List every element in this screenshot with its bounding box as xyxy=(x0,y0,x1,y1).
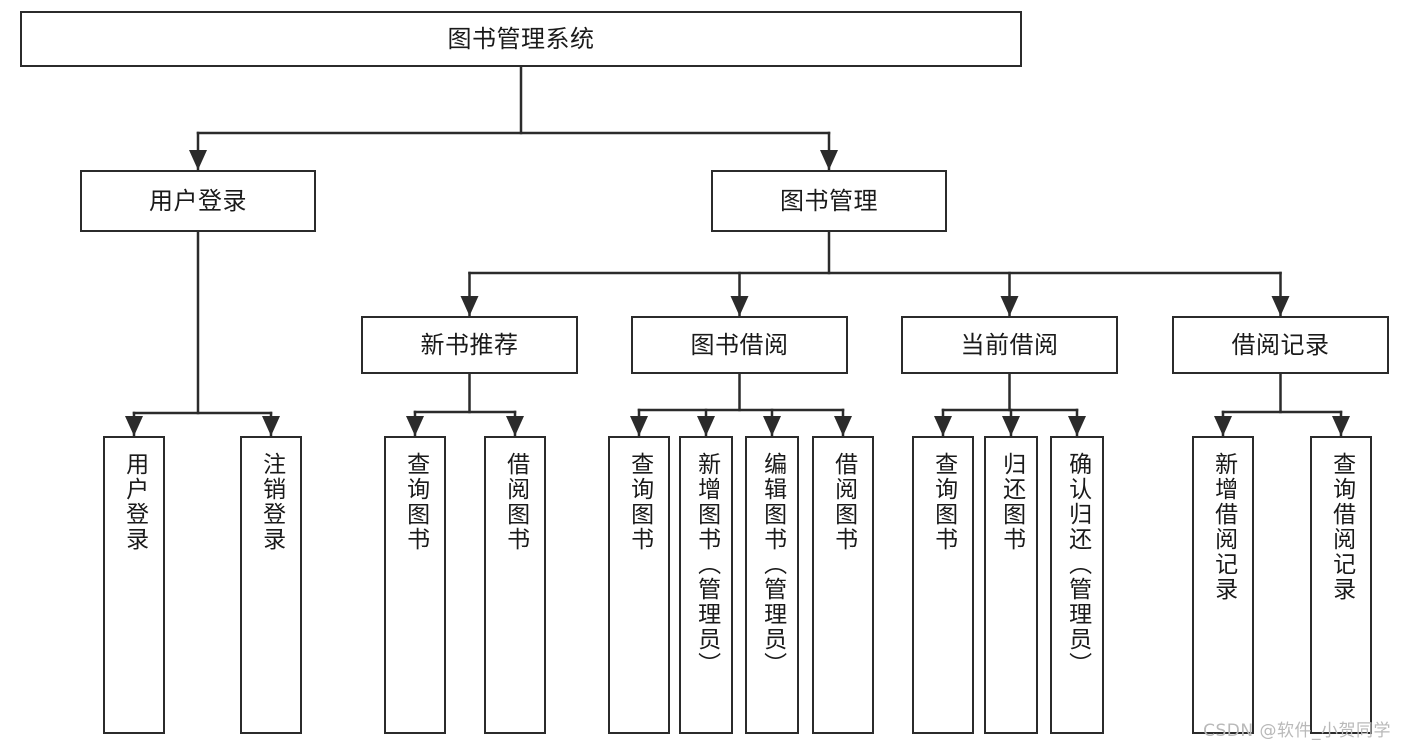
edge-arrowhead xyxy=(1000,296,1019,316)
node-label: 查询图书 xyxy=(930,452,957,552)
node-label: 用户登录 xyxy=(121,452,148,552)
node-label: 查询借阅记录 xyxy=(1328,452,1355,602)
edge-arrowhead xyxy=(1214,416,1232,436)
node-l-qbook2[interactable]: 查询图书 xyxy=(608,436,670,734)
node-label: 确认归还（管理员） xyxy=(1064,452,1091,677)
node-label: 图书借阅 xyxy=(690,330,789,359)
node-bookmgmt[interactable]: 图书管理 xyxy=(711,170,947,232)
edge-arrowhead xyxy=(834,416,852,436)
node-l-bbook1[interactable]: 借阅图书 xyxy=(484,436,546,734)
node-label: 借阅图书 xyxy=(830,452,857,552)
edge-arrowhead xyxy=(1068,416,1086,436)
node-newbook[interactable]: 新书推荐 xyxy=(361,316,578,374)
edge-arrowhead xyxy=(1332,416,1350,436)
node-login[interactable]: 用户登录 xyxy=(80,170,316,232)
edge-arrowhead xyxy=(630,416,648,436)
node-root[interactable]: 图书管理系统 xyxy=(20,11,1022,67)
node-label: 注销登录 xyxy=(258,452,285,552)
node-l-qbook1[interactable]: 查询图书 xyxy=(384,436,446,734)
node-label: 编辑图书（管理员） xyxy=(759,452,786,677)
node-label: 新书推荐 xyxy=(420,330,519,359)
edge-arrowhead xyxy=(460,296,479,316)
edge-arrowhead xyxy=(820,150,838,170)
node-label: 借阅记录 xyxy=(1231,330,1330,359)
edge-arrowhead xyxy=(730,296,749,316)
node-l-qbook3[interactable]: 查询图书 xyxy=(912,436,974,734)
node-l-addbook[interactable]: 新增图书（管理员） xyxy=(679,436,733,734)
edge-arrowhead xyxy=(1271,296,1290,316)
node-label: 查询图书 xyxy=(402,452,429,552)
edge-arrowhead xyxy=(934,416,952,436)
node-current[interactable]: 当前借阅 xyxy=(901,316,1118,374)
node-l-userlogin[interactable]: 用户登录 xyxy=(103,436,165,734)
node-l-logout[interactable]: 注销登录 xyxy=(240,436,302,734)
node-label: 归还图书 xyxy=(998,452,1025,552)
node-l-confirm[interactable]: 确认归还（管理员） xyxy=(1050,436,1104,734)
node-records[interactable]: 借阅记录 xyxy=(1172,316,1389,374)
edge-arrowhead xyxy=(763,416,781,436)
node-label: 新增图书（管理员） xyxy=(693,452,720,677)
node-borrow[interactable]: 图书借阅 xyxy=(631,316,848,374)
node-l-editbook[interactable]: 编辑图书（管理员） xyxy=(745,436,799,734)
edge-arrowhead xyxy=(262,416,280,436)
node-l-addrec[interactable]: 新增借阅记录 xyxy=(1192,436,1254,734)
node-label: 新增借阅记录 xyxy=(1210,452,1237,602)
node-label: 图书管理 xyxy=(780,186,878,215)
edge-arrowhead xyxy=(189,150,207,170)
edge-arrowhead xyxy=(125,416,143,436)
node-label: 查询图书 xyxy=(626,452,653,552)
edge-arrowhead xyxy=(506,416,524,436)
node-l-return[interactable]: 归还图书 xyxy=(984,436,1038,734)
node-l-qrec[interactable]: 查询借阅记录 xyxy=(1310,436,1372,734)
node-label: 图书管理系统 xyxy=(447,24,595,53)
node-l-bbook2[interactable]: 借阅图书 xyxy=(812,436,874,734)
edge-arrowhead xyxy=(406,416,424,436)
csdn-watermark: CSDN @软件_小贺同学 xyxy=(1203,721,1391,741)
node-label: 用户登录 xyxy=(149,186,247,215)
edge-arrowhead xyxy=(697,416,715,436)
edge-arrowhead xyxy=(1002,416,1020,436)
node-label: 当前借阅 xyxy=(960,330,1059,359)
node-label: 借阅图书 xyxy=(502,452,529,552)
